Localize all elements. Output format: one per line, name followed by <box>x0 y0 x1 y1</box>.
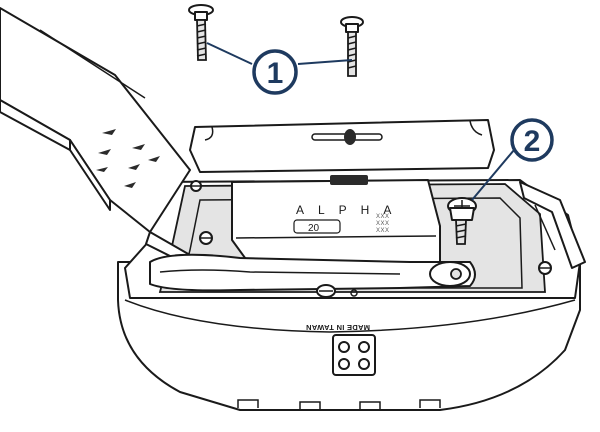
callout-2-circle <box>510 118 554 162</box>
screw-center-front <box>316 284 336 298</box>
callout-2-label: 2 <box>524 125 541 158</box>
battery-clamp-arm <box>149 253 476 292</box>
model-label: 20 <box>308 223 320 234</box>
clamp-eyelet-hole <box>450 268 462 280</box>
callout-2: 2 <box>471 118 554 201</box>
compartment-screws <box>190 180 552 298</box>
brand-label: ALPHA <box>296 203 405 217</box>
serial-mark-1: XXX <box>376 214 390 220</box>
vent-hole-3 <box>338 358 350 370</box>
made-in-stamp: MADE IN TAWAN <box>306 323 370 332</box>
top-screw-left <box>188 4 214 61</box>
callout-1-circle <box>252 49 298 95</box>
top-screw-right <box>340 16 364 77</box>
battery-pack: ALPHA 20 XXX XXX XXX <box>231 175 441 263</box>
vent-hole-2 <box>358 341 370 353</box>
screw-left-lower <box>199 231 213 245</box>
screw-left-upper <box>190 180 202 192</box>
locating-pin <box>350 289 358 297</box>
cover-latch <box>344 129 356 145</box>
side-strap-loop <box>519 181 586 269</box>
serial-mark-2: XXX <box>376 221 390 227</box>
battery-connector <box>330 175 368 185</box>
clamp-eyelet <box>429 261 471 287</box>
vent-grid <box>332 334 376 376</box>
vent-hole-1 <box>338 341 350 353</box>
vent-hole-4 <box>358 358 370 370</box>
battery-cover-plate <box>189 119 495 173</box>
callout-1-label: 1 <box>267 57 284 90</box>
callout-1: 1 <box>206 42 353 95</box>
model-badge <box>293 219 341 234</box>
bottom-markings: MADE IN TAWAN <box>306 323 376 376</box>
side-screw <box>447 197 477 245</box>
bracket-holes <box>96 129 160 188</box>
serial-mark-3: XXX <box>376 228 390 234</box>
screw-right-lower <box>538 261 552 275</box>
